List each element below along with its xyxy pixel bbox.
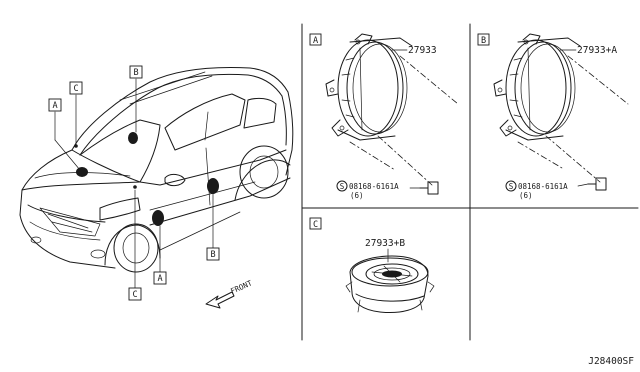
svg-text:B: B	[210, 250, 215, 260]
speaker-c-drawing	[345, 255, 435, 313]
front-arrow: FRONT	[205, 278, 254, 309]
callout-b-right: B	[206, 247, 220, 261]
panel-b-marker	[477, 33, 490, 46]
panel-b-screw-qty: (6)	[519, 191, 533, 200]
panel-dividers	[301, 23, 639, 341]
panel-c-marker	[309, 217, 322, 230]
panel-b: B 27933+A S 08168-6161A (6)	[477, 33, 629, 200]
callout-c-bottom: C	[128, 287, 142, 301]
diagram-code: J28400SF	[588, 356, 634, 367]
vehicle-outline	[19, 67, 294, 273]
svg-text:B: B	[133, 68, 138, 78]
speaker-a-drawing	[325, 33, 413, 141]
screw-b-symbol	[505, 180, 517, 192]
callout-c-top: C	[69, 81, 83, 95]
callout-b-top: B	[129, 65, 143, 79]
svg-text:S: S	[509, 182, 514, 191]
svg-text:S: S	[340, 182, 345, 191]
speaker-b-drawing	[493, 33, 581, 141]
svg-text:A: A	[52, 101, 57, 111]
callout-a-left: A	[48, 98, 62, 112]
screw-a-symbol	[336, 180, 348, 192]
panel-a-marker	[309, 33, 322, 46]
vehicle-speaker-markers	[74, 132, 219, 226]
svg-text:A: A	[157, 274, 162, 284]
svg-text:B: B	[481, 36, 486, 46]
panel-a-part-number: 27933	[408, 45, 437, 56]
panel-b-screw-code: 08168-6161A	[518, 182, 568, 191]
panel-c-part-number: 27933+B	[365, 238, 405, 249]
svg-text:C: C	[73, 84, 78, 94]
panel-c: C 27933+B	[309, 217, 435, 313]
screw-b-icon	[587, 177, 607, 191]
panel-a-screw-qty: (6)	[350, 191, 364, 200]
svg-text:A: A	[313, 36, 318, 46]
front-label: FRONT	[229, 278, 254, 296]
callout-leaders	[54, 78, 214, 289]
panel-a-screw-code: 08168-6161A	[349, 182, 399, 191]
panel-b-part-number: 27933+A	[577, 45, 617, 56]
svg-text:C: C	[313, 220, 318, 230]
panel-a: A 27933	[309, 33, 459, 200]
callout-a-bottom: A	[153, 271, 167, 285]
svg-text:C: C	[132, 290, 137, 300]
screw-a-icon	[419, 181, 439, 195]
